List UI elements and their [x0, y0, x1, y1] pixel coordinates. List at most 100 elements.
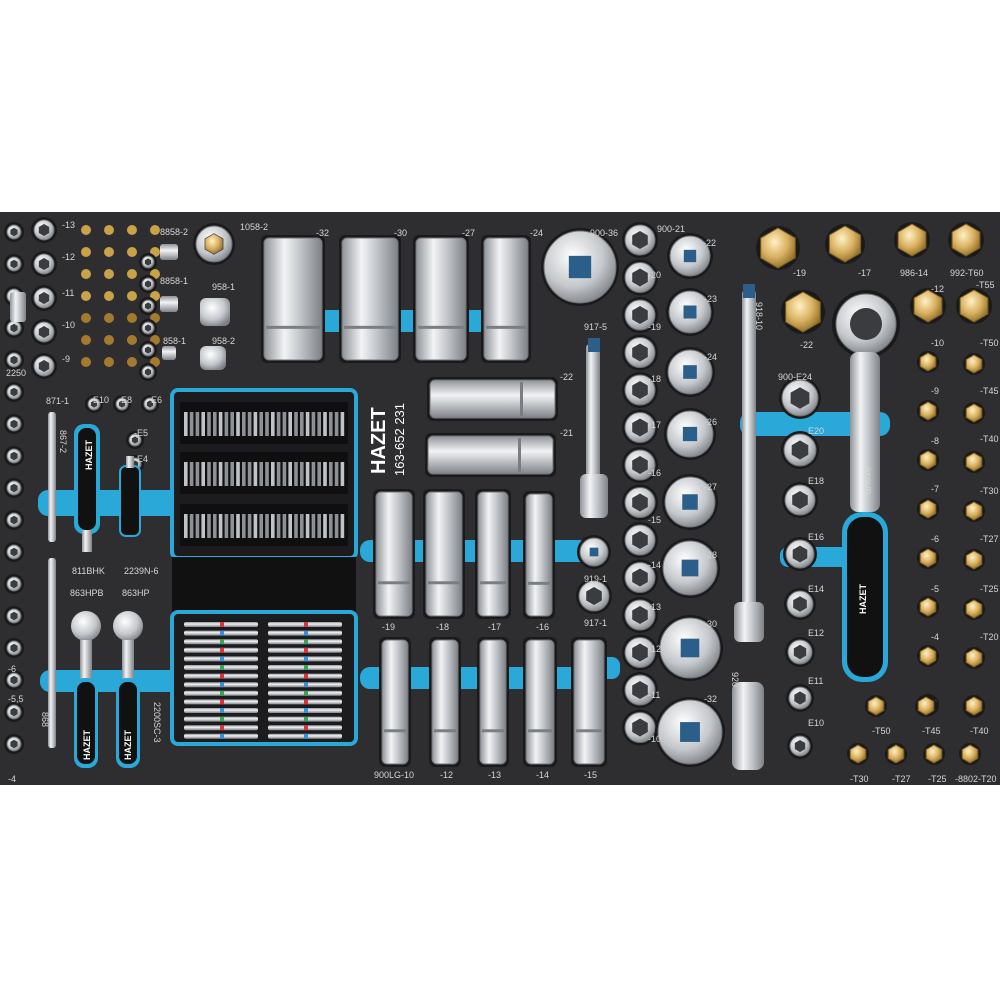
socket-col1-10-hex	[632, 606, 648, 624]
label-deep-14: -14	[536, 770, 550, 780]
small-socket-12-hex	[10, 611, 18, 621]
small-socket-10-hex	[10, 547, 18, 557]
bit-top-2-6	[218, 514, 223, 538]
label-col1-22: -22	[703, 238, 717, 248]
label-left-13: -13	[62, 220, 76, 230]
bit-top-1-20	[300, 462, 304, 486]
bit-top-2-17	[282, 514, 287, 538]
bit-top-0-1	[189, 412, 194, 436]
socket-col1-0-hex	[632, 231, 648, 249]
extension-917-5-head	[580, 474, 608, 518]
adapter-958-1	[200, 298, 230, 326]
label-920: 920	[730, 672, 740, 688]
label-T45: -T45	[980, 386, 999, 396]
bit-holder-tip	[126, 456, 134, 468]
bit-top-1-24	[323, 462, 327, 486]
bit-top-2-13	[259, 514, 263, 538]
bit-color-10-1	[304, 708, 308, 713]
deep-socket-row1-0-ring	[378, 581, 410, 585]
bit-top-2-20	[300, 514, 304, 538]
label-col1-19: -19	[648, 322, 662, 332]
label-deep-18: -18	[436, 622, 450, 632]
bit-top-0-13	[259, 412, 263, 436]
bit-top-0-24	[323, 412, 327, 436]
bit-top-2-23	[317, 514, 321, 538]
hex-bit-3	[919, 499, 937, 519]
tool-tray: HAZET 163-652 231 HAZET HAZET HAZET HAZE…	[0, 212, 1000, 785]
label-deep-19: -19	[382, 622, 396, 632]
socket-col1-3-hex	[632, 343, 648, 362]
large-deep-socket-1-ring	[344, 325, 396, 329]
e-socket-3-hex	[131, 436, 139, 444]
bit-top-2-11	[247, 514, 252, 538]
hex-bit-1	[919, 401, 937, 421]
e-socket-col-4-hex	[793, 596, 807, 612]
adapter-2250	[10, 292, 26, 322]
bit-top-0-14	[265, 412, 269, 436]
bit-color-9-1	[304, 699, 308, 705]
small-socket-1-hex	[10, 259, 18, 269]
torx-bit-3	[965, 501, 983, 521]
label-brass-19: -19	[793, 268, 807, 278]
bit-box-top	[170, 388, 358, 612]
deep-socket-row1-0	[375, 491, 413, 617]
bit-top-1-1	[189, 462, 194, 486]
label-deep-22: -22	[560, 372, 574, 382]
e-socket-1-hex	[118, 400, 126, 408]
small-socket-4-hex	[10, 355, 18, 365]
bit-color-13-0	[220, 733, 224, 739]
label-bit-10: -10	[931, 338, 945, 348]
hex-bit-6	[919, 646, 937, 666]
bit-top-1-18	[288, 462, 292, 486]
ratchet-863HPB-grip	[77, 682, 95, 764]
label-socket-24: -24	[530, 228, 544, 238]
label-8858-2: 8858-2	[160, 227, 189, 237]
small-socket-15-hex	[10, 707, 18, 717]
label-863HP: 863HP	[122, 588, 150, 598]
bit-top-0-20	[300, 412, 304, 436]
torx-bit-2	[965, 452, 983, 472]
small-ratchet-brand-2: HAZET	[123, 730, 133, 760]
bit-top-1-7	[224, 462, 229, 486]
screwdriver-shaft	[82, 530, 92, 552]
large-deep-socket-2	[415, 237, 467, 361]
bit-top-1-15	[271, 462, 275, 486]
label-bottom-T27: -T27	[892, 774, 911, 784]
bit-top-2-12	[253, 514, 258, 538]
bit-top-0-18	[288, 412, 292, 436]
bit-top-2-8	[230, 514, 234, 538]
bit-top-1-16	[276, 462, 281, 486]
deep-socket-22	[429, 379, 556, 419]
label-E10-small: -E10	[90, 395, 110, 405]
deep-socket-row2-3-ring	[528, 729, 552, 733]
label-deep-21: -21	[560, 428, 574, 438]
deep-socket-22-ring	[520, 382, 523, 416]
large-deep-socket-3-ring	[486, 325, 526, 329]
label-E14: E14	[808, 584, 825, 594]
bit-top-2-14	[265, 514, 269, 538]
e-socket-col-3-hex	[792, 545, 808, 563]
bit-top-1-14	[265, 462, 269, 486]
hex-bit-4	[919, 548, 937, 568]
brass-bit-5-1	[104, 335, 114, 345]
bit-top-0-12	[253, 412, 258, 436]
bottom-bit-0	[867, 696, 885, 716]
ratchet-handle-brand: HAZET	[858, 584, 868, 614]
small-socket-8-hex	[10, 483, 18, 493]
label-col1-10: -10	[648, 734, 662, 744]
extension-867-2	[48, 412, 56, 542]
socket-col1-8-hex	[632, 531, 648, 549]
bit-top-2-3	[201, 514, 205, 538]
bit-color-0-0	[220, 622, 224, 627]
label-811BHK: 811BHK	[72, 566, 105, 576]
brass-bit-3-2	[127, 291, 137, 301]
ratchet-863HP-head	[113, 611, 143, 641]
brass-bit-4-0	[81, 313, 91, 323]
bit-adapter-4-hex	[144, 346, 152, 354]
socket-col2-1-drive	[683, 305, 697, 319]
large-deep-socket-2-ring	[418, 325, 464, 329]
deep-socket-row2-0-ring	[384, 729, 406, 733]
bit-top-1-5	[213, 462, 217, 486]
label-brass-17: -17	[858, 268, 872, 278]
bit-top-2-7	[224, 514, 229, 538]
